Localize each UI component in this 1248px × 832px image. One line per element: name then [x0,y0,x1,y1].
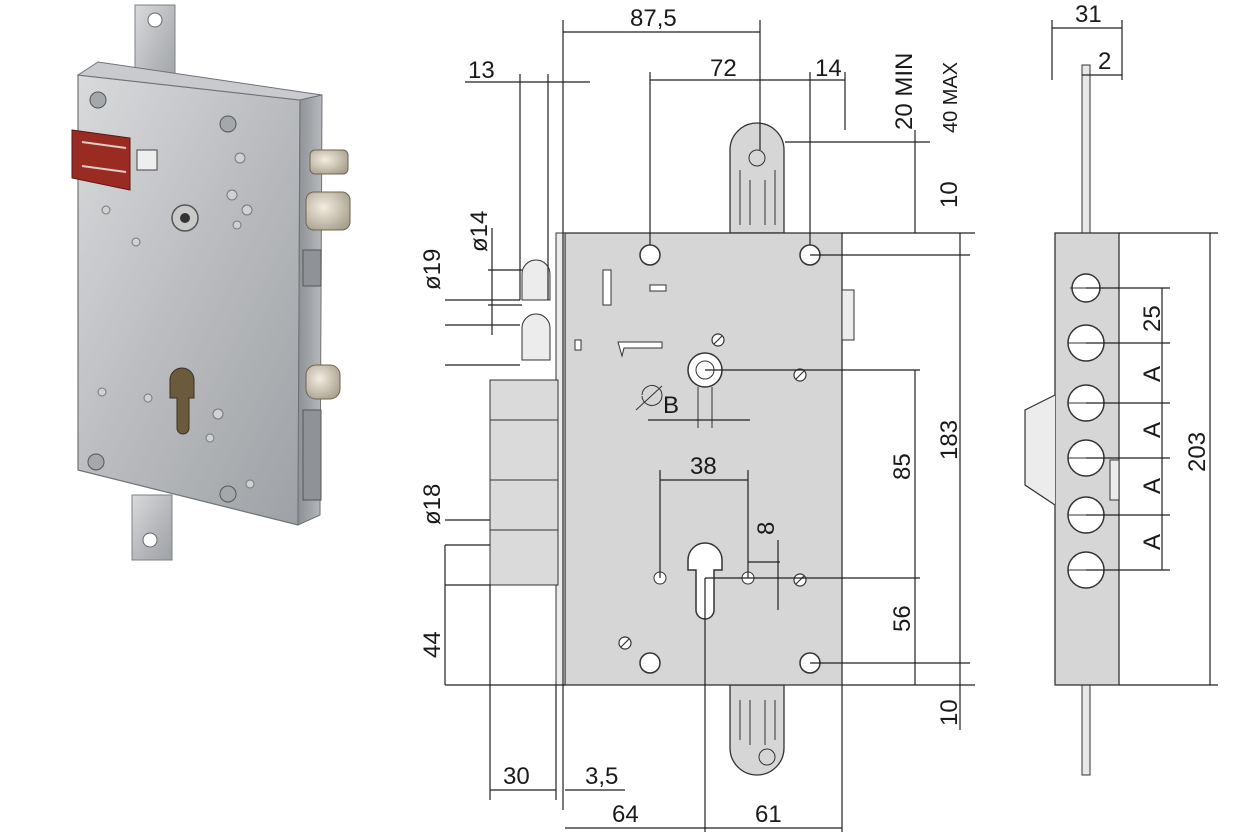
dim-dia-18-label: ø18 [419,484,446,525]
dim-a1-label: A [1139,366,1166,382]
dim-3-5-label: 3,5 [585,763,618,790]
dim-dia-19-label: ø19 [419,249,446,290]
dim-44-label: 44 [419,631,446,658]
dim-13-label: 13 [468,57,495,84]
dim-20-min-label: 20 MIN [891,53,918,130]
side-view-dimension-lines [1051,20,1218,686]
dim-a3-label: A [1139,478,1166,494]
side-view [1024,64,1120,776]
dim-dia-14-label: ø14 [466,211,493,252]
dim-25-label: 25 [1139,305,1166,332]
dim-61-label: 61 [755,801,782,828]
dim-85-label: 85 [889,453,916,480]
front-view-dimension-lines [444,20,975,832]
dim-38-label: 38 [690,453,717,480]
dim-a4-label: A [1139,534,1166,550]
dim-30-label: 30 [503,763,530,790]
dim-2-label: 2 [1098,48,1111,75]
dim-56-label: 56 [889,605,916,632]
dim-8-label: 8 [753,522,780,535]
lock-photo [71,4,351,561]
dim-87-5-label: 87,5 [630,5,677,32]
dim-31-label: 31 [1075,1,1102,28]
dim-a2-label: A [1139,422,1166,438]
dim-64-label: 64 [612,801,639,828]
dim-b-label: B [663,392,679,419]
diameter-symbol-icon [635,385,663,411]
dim-183-label: 183 [936,420,963,460]
dim-40-max-label: 40 MAX [940,62,962,133]
dim-203-label: 203 [1184,432,1211,472]
dim-72-label: 72 [710,55,737,82]
front-view [489,122,855,776]
dim-10-top-label: 10 [936,181,963,208]
dim-14-label: 14 [815,55,842,82]
dim-10-bottom-label: 10 [936,699,963,726]
